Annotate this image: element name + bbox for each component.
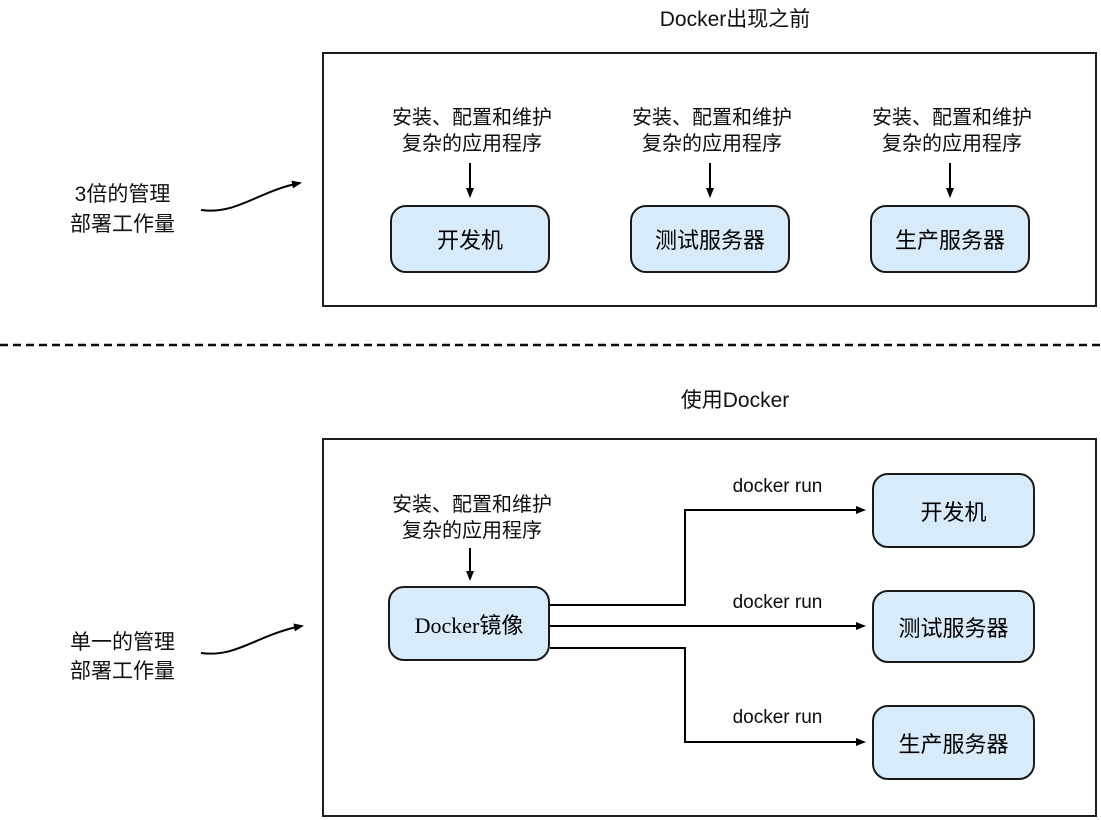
before-caption-3: 安装、配置和维护 复杂的应用程序 xyxy=(832,105,1072,157)
before-caption-1-line2: 复杂的应用程序 xyxy=(402,133,542,155)
after-node-test-server: 测试服务器 xyxy=(872,590,1035,663)
before-caption-3-line2: 复杂的应用程序 xyxy=(882,133,1022,155)
after-caption-line2: 复杂的应用程序 xyxy=(402,520,542,542)
before-caption-1-line1: 安装、配置和维护 xyxy=(392,107,552,129)
docker-run-label-1: docker run xyxy=(732,476,823,497)
after-side-label: 单一的管理 部署工作量 xyxy=(30,628,215,686)
before-caption-2: 安装、配置和维护 复杂的应用程序 xyxy=(592,105,832,157)
before-caption-2-line1: 安装、配置和维护 xyxy=(632,107,792,129)
after-section-title: 使用Docker xyxy=(680,389,790,412)
before-node-dev-machine: 开发机 xyxy=(390,205,550,273)
before-container xyxy=(322,52,1097,307)
before-side-curve-arrow xyxy=(200,180,302,212)
after-caption-line1: 安装、配置和维护 xyxy=(392,494,552,516)
after-node-docker-image: Docker镜像 xyxy=(388,586,550,661)
before-node-test-server: 测试服务器 xyxy=(630,205,790,273)
before-caption-2-line2: 复杂的应用程序 xyxy=(642,133,782,155)
docker-run-label-3: docker run xyxy=(732,707,823,728)
after-node-dev-machine: 开发机 xyxy=(872,473,1035,548)
docker-run-label-2: docker run xyxy=(732,592,823,613)
before-side-label: 3倍的管理 部署工作量 xyxy=(30,180,215,240)
before-caption-3-line1: 安装、配置和维护 xyxy=(872,107,1032,129)
after-node-prod-server: 生产服务器 xyxy=(872,705,1035,780)
before-node-prod-server: 生产服务器 xyxy=(870,205,1030,273)
before-side-label-line1: 3倍的管理 xyxy=(74,183,171,206)
before-section-title: Docker出现之前 xyxy=(659,8,811,31)
after-side-label-line1: 单一的管理 xyxy=(70,631,175,654)
after-side-label-line2: 部署工作量 xyxy=(70,660,175,683)
after-container xyxy=(322,438,1097,817)
before-side-label-line2: 部署工作量 xyxy=(70,213,175,236)
after-side-curve-arrow xyxy=(200,623,304,655)
before-caption-1: 安装、配置和维护 复杂的应用程序 xyxy=(352,105,592,157)
after-caption: 安装、配置和维护 复杂的应用程序 xyxy=(352,492,592,544)
